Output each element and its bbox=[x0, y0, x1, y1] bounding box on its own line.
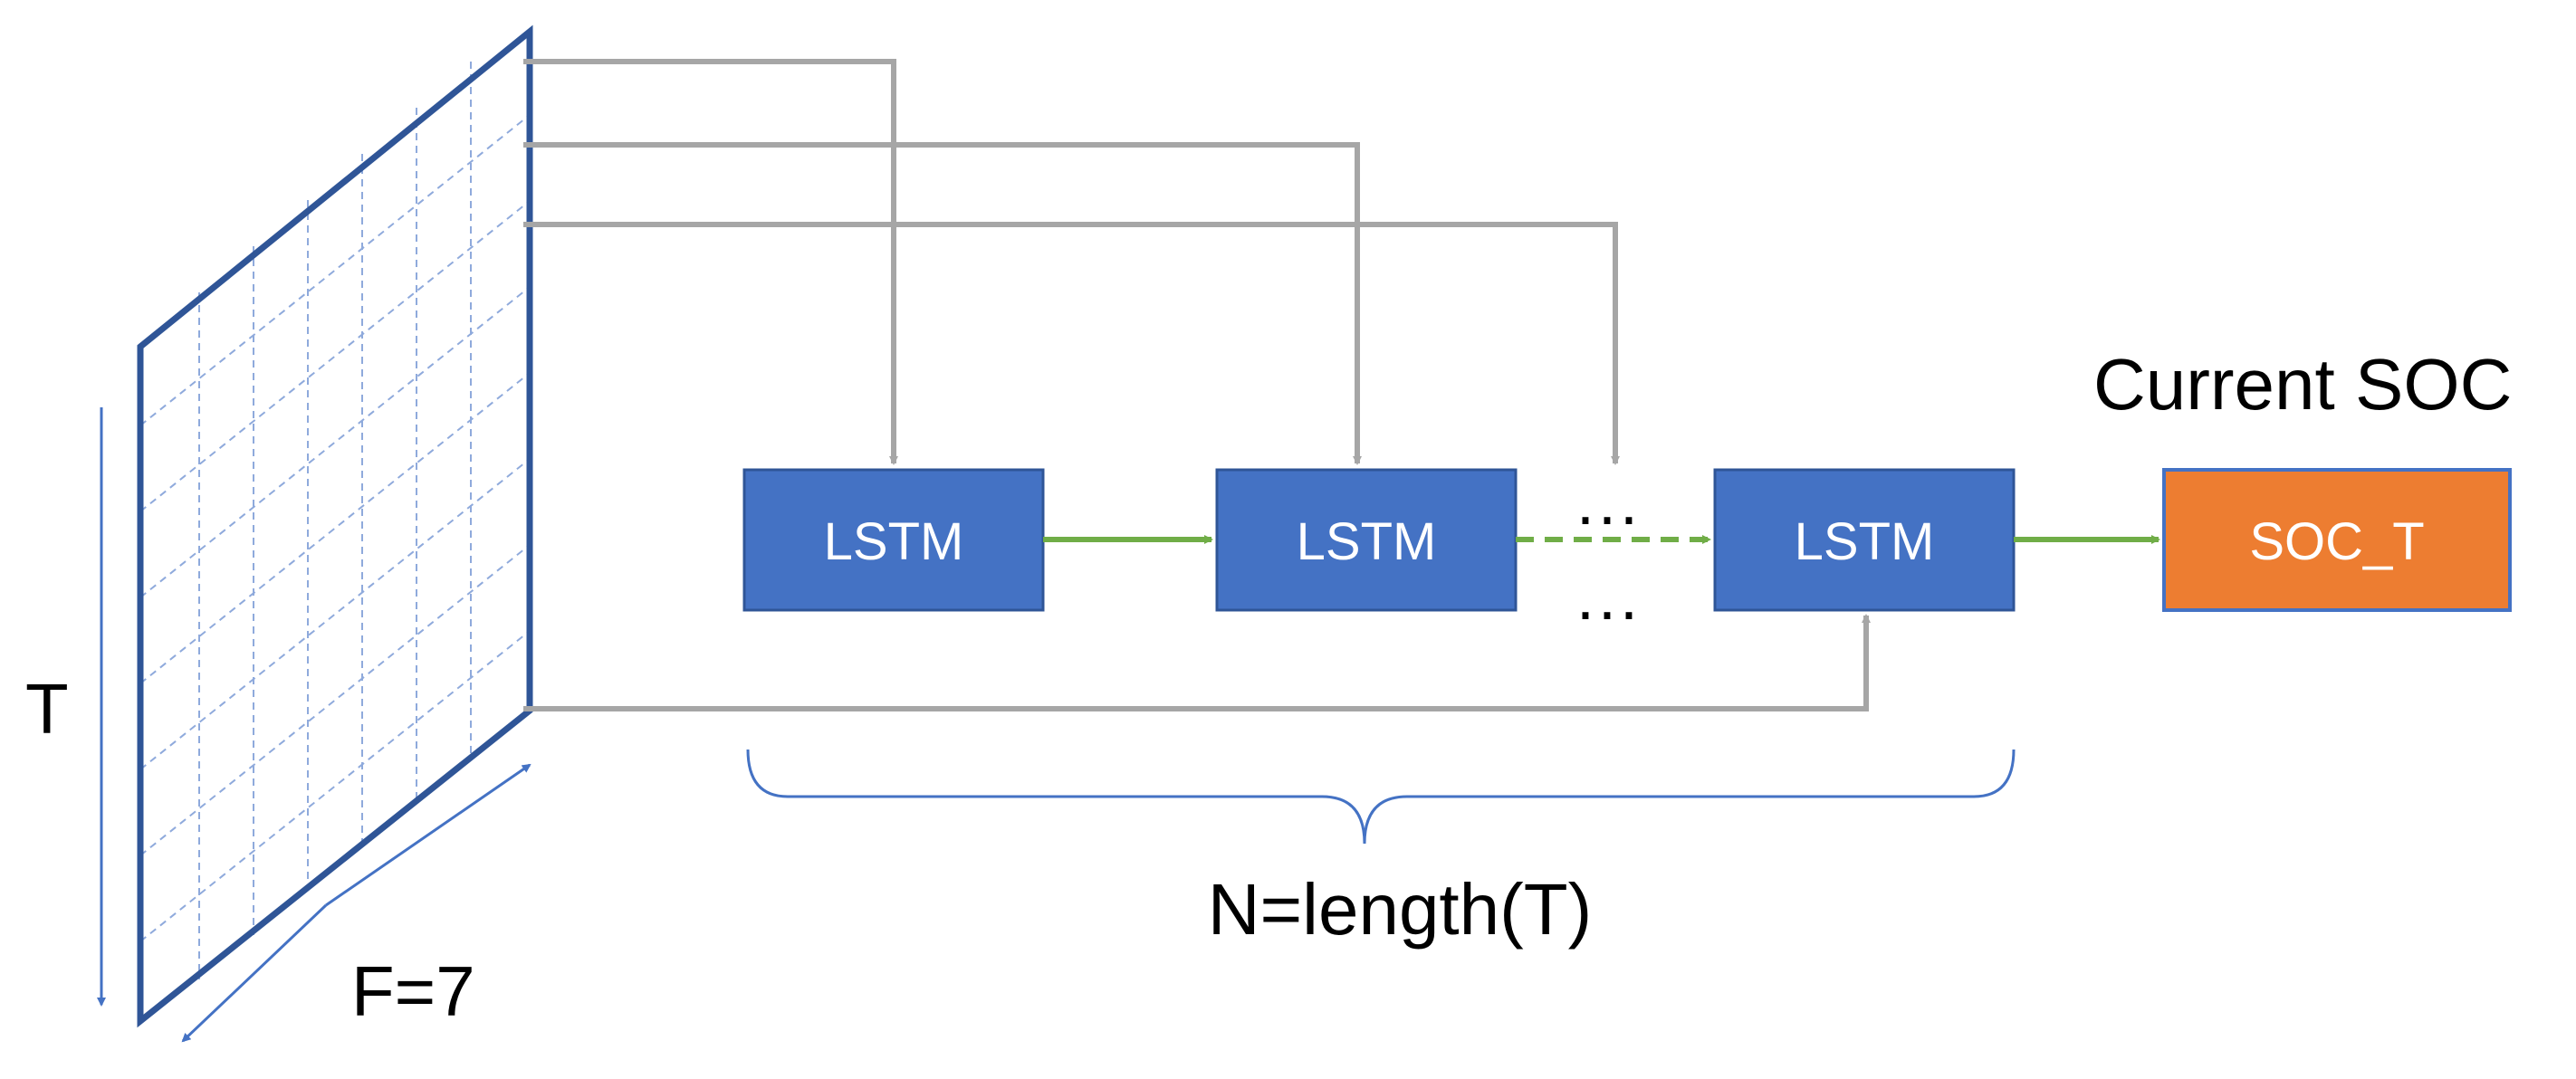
lstm-label-3: LSTM bbox=[1795, 512, 1935, 571]
lstm-block-2: LSTM bbox=[1215, 468, 1518, 612]
lstm-block-3: LSTM bbox=[1713, 468, 2016, 612]
f-axis-arrow-head-b bbox=[181, 903, 328, 1043]
lstm-label-2: LSTM bbox=[1297, 512, 1437, 571]
lstm-block-1: LSTM bbox=[742, 468, 1045, 612]
ellipsis-bottom: ··· bbox=[1575, 576, 1640, 648]
brace-label: N=length(T) bbox=[1208, 869, 1593, 950]
input-arrows bbox=[523, 59, 1871, 711]
lstm-label-1: LSTM bbox=[824, 512, 964, 571]
t-axis-label: T bbox=[25, 669, 69, 749]
input-matrix bbox=[137, 24, 533, 1028]
output-heading: Current SOC bbox=[2093, 344, 2512, 425]
f-axis-label: F=7 bbox=[351, 951, 475, 1031]
f-axis-arrow-head-a bbox=[325, 763, 531, 907]
output-label: SOC_T bbox=[2249, 512, 2424, 571]
sequence-brace bbox=[746, 749, 2016, 845]
output-block: SOC_T bbox=[2162, 468, 2512, 612]
input-arrow-3 bbox=[523, 222, 1620, 465]
ellipsis-top: ··· bbox=[1575, 481, 1640, 553]
input-arrow-last bbox=[523, 614, 1871, 711]
input-arrow-1 bbox=[523, 59, 898, 465]
input-arrow-2 bbox=[523, 142, 1362, 465]
matrix-grid bbox=[139, 62, 531, 979]
